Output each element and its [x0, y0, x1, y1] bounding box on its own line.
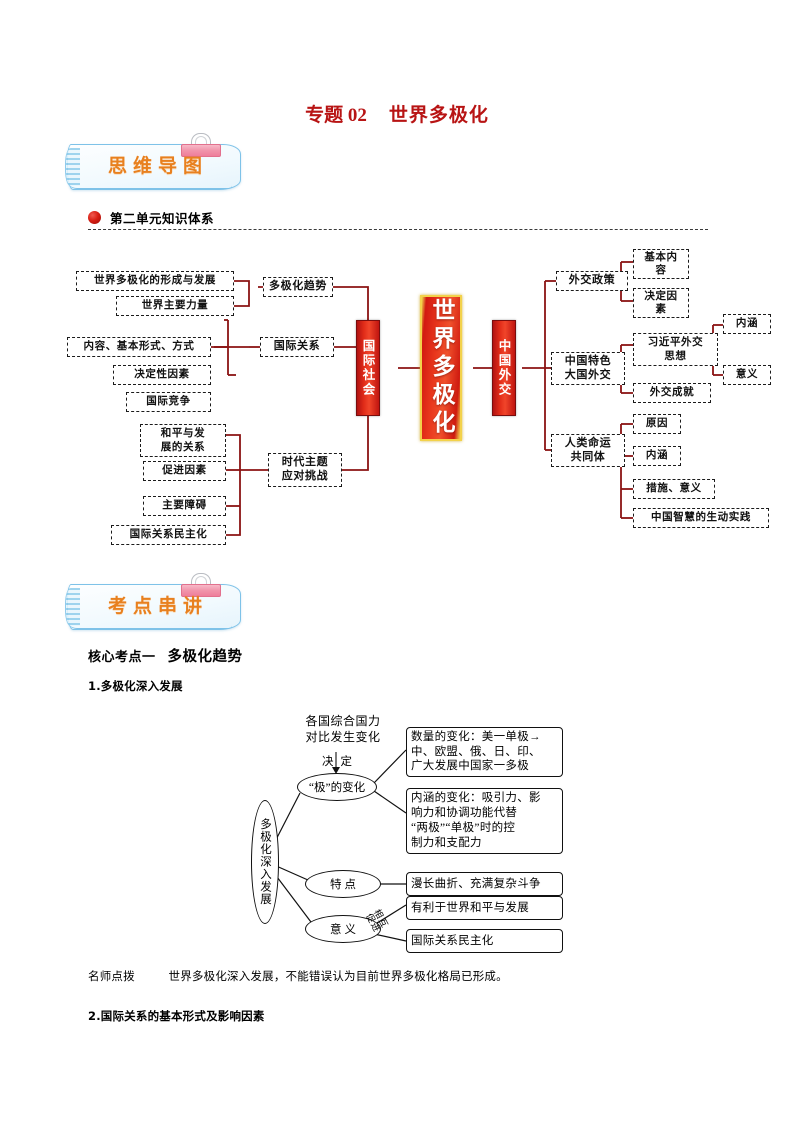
node-community-shared-future: 人类命运 共同体: [551, 434, 625, 467]
banner-curl-2: [66, 618, 232, 629]
page-title: 专题 02 世界多极化: [0, 100, 794, 127]
core-point-topic: 多极化趋势: [167, 649, 243, 665]
node-connotation: 内涵: [723, 314, 771, 334]
node-reason: 原因: [633, 414, 681, 434]
node-major-powers: 世界主要力量: [116, 296, 234, 316]
banner-mindmap: 思维导图: [62, 133, 247, 190]
node-determining-factors: 决定因 素: [633, 288, 689, 318]
node-measures-significance: 措施、意义: [633, 479, 715, 499]
node-international-relations: 国际关系: [260, 337, 334, 357]
node-promoting-factors: 促进因素: [143, 461, 226, 481]
node-basic-content: 基本内 容: [633, 249, 689, 279]
node-democratization-ir: 国际关系民主化: [111, 525, 226, 545]
diagram2-ellipse-pole-change: “极”的变化: [297, 773, 377, 801]
red-dot-icon: [88, 211, 101, 224]
node-major-country-diplomacy: 中国特色 大国外交: [551, 352, 625, 385]
kaodian-item-1: 1.多极化深入发展: [88, 679, 183, 693]
node-decisive-factor: 决定性因素: [113, 365, 211, 385]
node-diplomatic-achievements: 外交成就: [633, 383, 711, 403]
node-connotation-2: 内涵: [633, 446, 681, 466]
quantity-line-1: 数量的变化：美一单极→: [411, 730, 541, 743]
node-content-forms-methods: 内容、基本形式、方式: [67, 337, 211, 357]
connotation-line-2: 响力和协调功能代替: [411, 807, 518, 820]
teacher-tip-text: 世界多极化深入发展，不能错误认为目前世界多极化格局已形成。: [168, 969, 508, 983]
diagram2-root-ellipse: 多极化深入发展: [251, 800, 279, 924]
binder-clip-icon: [181, 133, 221, 157]
node-foreign-policy: 外交政策: [556, 271, 628, 291]
binder-clip-icon-2: [181, 573, 221, 597]
dashed-divider: [88, 229, 708, 230]
center-node-world-multipolarization: 世界多极化: [420, 295, 462, 441]
node-main-obstacles: 主要障碍: [143, 496, 226, 516]
core-point-heading: 核心考点一 多极化趋势: [88, 645, 243, 666]
page-title-prefix: 专题 02: [305, 105, 367, 126]
node-peace-development-relation: 和平与发 展的关系: [140, 424, 226, 457]
banner-kaodian-label: 考点串讲: [107, 596, 208, 617]
hub-international-society: 国际社会: [356, 320, 380, 416]
connotation-line-4: 制力和支配力: [411, 836, 482, 849]
diagram2-box-peace-development: 有利于世界和平与发展: [406, 896, 563, 920]
banner-kaodian: 考点串讲: [62, 573, 247, 630]
diagram2-box-connotation-change: 内涵的变化：吸引力、影 响力和协调功能代替 “两极”“单极”时的控 制力和支配力: [406, 788, 563, 854]
node-xi-diplomacy-thought: 习近平外交 思想: [633, 333, 718, 366]
teacher-tip-label: 名师点拨: [88, 969, 135, 983]
diagram2-decide-label: 决定: [322, 756, 359, 768]
node-multipolar-trend: 多极化趋势: [263, 277, 333, 297]
core-point-label: 核心考点一: [88, 650, 156, 665]
node-era-theme-challenges: 时代主题 应对挑战: [268, 453, 342, 487]
diagram2-ellipse-characteristics: 特点: [305, 870, 381, 898]
kaodian-item-2: 2.国际关系的基本形式及影响因素: [88, 1009, 265, 1023]
diagram2-box-characteristics: 漫长曲折、充满复杂斗争: [406, 872, 563, 896]
node-chinese-wisdom-practice: 中国智慧的生动实践: [633, 508, 769, 528]
quantity-line-2: 中、欧盟、俄、日、印、: [411, 745, 541, 758]
diagram2-box-quantity-change: 数量的变化：美一单极→ 中、欧盟、俄、日、印、 广大发展中国家一多极: [406, 727, 563, 777]
connotation-line-3: “两极”“单极”时的控: [411, 822, 516, 834]
diagram2-box-democratization: 国际关系民主化: [406, 929, 563, 953]
teacher-tip: 名师点拨 世界多极化深入发展，不能错误认为目前世界多极化格局已形成。: [88, 968, 508, 984]
diagram2-ellipse-significance: 意义: [305, 915, 381, 943]
quantity-line-3: 广大发展中国家一多极: [411, 760, 529, 773]
connotation-line-1: 内涵的变化：吸引力、影: [411, 792, 541, 805]
diagram2-top-text: 各国综合国力 对比发生变化: [305, 714, 381, 744]
node-significance: 意义: [723, 365, 771, 385]
banner-mindmap-label: 思维导图: [107, 156, 208, 177]
hub-china-diplomacy: 中国外交: [492, 320, 516, 416]
banner-curl: [66, 178, 232, 189]
page-title-main: 世界多极化: [388, 105, 489, 126]
unit-knowledge-system-label: 第二单元知识体系: [88, 208, 708, 232]
node-international-competition: 国际竞争: [126, 392, 211, 412]
unit-label-text: 第二单元知识体系: [110, 211, 215, 226]
node-formation-development: 世界多极化的形成与发展: [76, 271, 234, 291]
